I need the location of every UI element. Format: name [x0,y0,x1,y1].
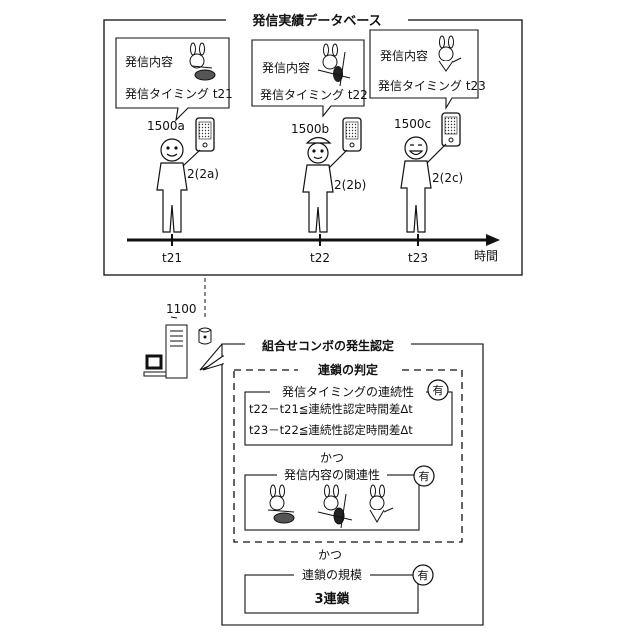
time-axis [127,234,500,246]
phone-icon [196,118,214,151]
svg-text:有: 有 [433,383,444,397]
content-bubble-2: 発信内容 発信タイミング t22 [252,40,368,116]
terminal-label-1500b: 1500b [291,122,329,136]
timing-condition-1: t22－t21≦連続性認定時間差Δt [249,402,413,416]
chain-scale-title: 連鎖の規模 [302,567,362,582]
svg-text:有: 有 [419,469,430,483]
axis-tick-t22: t22 [310,251,330,265]
chain-scale-value: 3連鎖 [314,591,350,607]
content-bubble-1: 発信内容 発信タイミング t21 [116,38,233,120]
yes-badge-timing: 有 [428,380,448,400]
yes-badge-scale: 有 [413,565,433,585]
bubble-3-content-label: 発信内容 [380,48,428,63]
content-bubble-3: 発信内容 発信タイミング t23 [370,30,486,108]
bubble-1-content-label: 発信内容 [125,54,173,69]
content-relevance-title: 発信内容の関連性 [284,467,380,482]
database-title: 発信実績データベース [251,13,381,29]
bubble-1-timing-label: 発信タイミング t21 [125,87,233,101]
and-label-1: かつ [320,451,344,465]
axis-tick-t23: t23 [408,251,428,265]
timing-condition-2: t23－t22≦連続性認定時間差Δt [249,423,413,437]
user-label-2a: 2(2a) [187,167,219,181]
phone-icon [343,118,361,151]
axis-label-time: 時間 [474,249,498,263]
and-label-2: かつ [318,548,342,562]
terminal-label-1500a: 1500a [147,119,185,133]
timing-continuity-title: 発信タイミングの連続性 [282,385,414,399]
terminal-label-1500c: 1500c [394,117,431,131]
bubble-3-timing-label: 発信タイミング t23 [378,79,486,93]
chain-judgement-title: 連鎖の判定 [318,362,378,377]
chain-scale-box: 連鎖の規模 3連鎖 [245,567,418,613]
combo-title: 組合せコンボの発生認定 [262,338,394,353]
person-icon [157,139,200,232]
yes-badge-content: 有 [414,466,434,486]
axis-tick-t21: t21 [162,251,182,265]
svg-text:有: 有 [418,568,429,582]
server-label-1100: 1100 [166,302,197,316]
user-label-2b: 2(2b) [334,178,366,192]
phone-icon [442,113,460,146]
content-relevance-box: 発信内容の関連性 [245,467,419,530]
bubble-2-timing-label: 発信タイミング t22 [260,88,368,102]
user-label-2c: 2(2c) [432,171,463,185]
bubble-2-content-label: 発信内容 [262,60,310,75]
timing-continuity-box: 発信タイミングの連続性 t22－t21≦連続性認定時間差Δt t23－t22≦連… [245,384,452,445]
